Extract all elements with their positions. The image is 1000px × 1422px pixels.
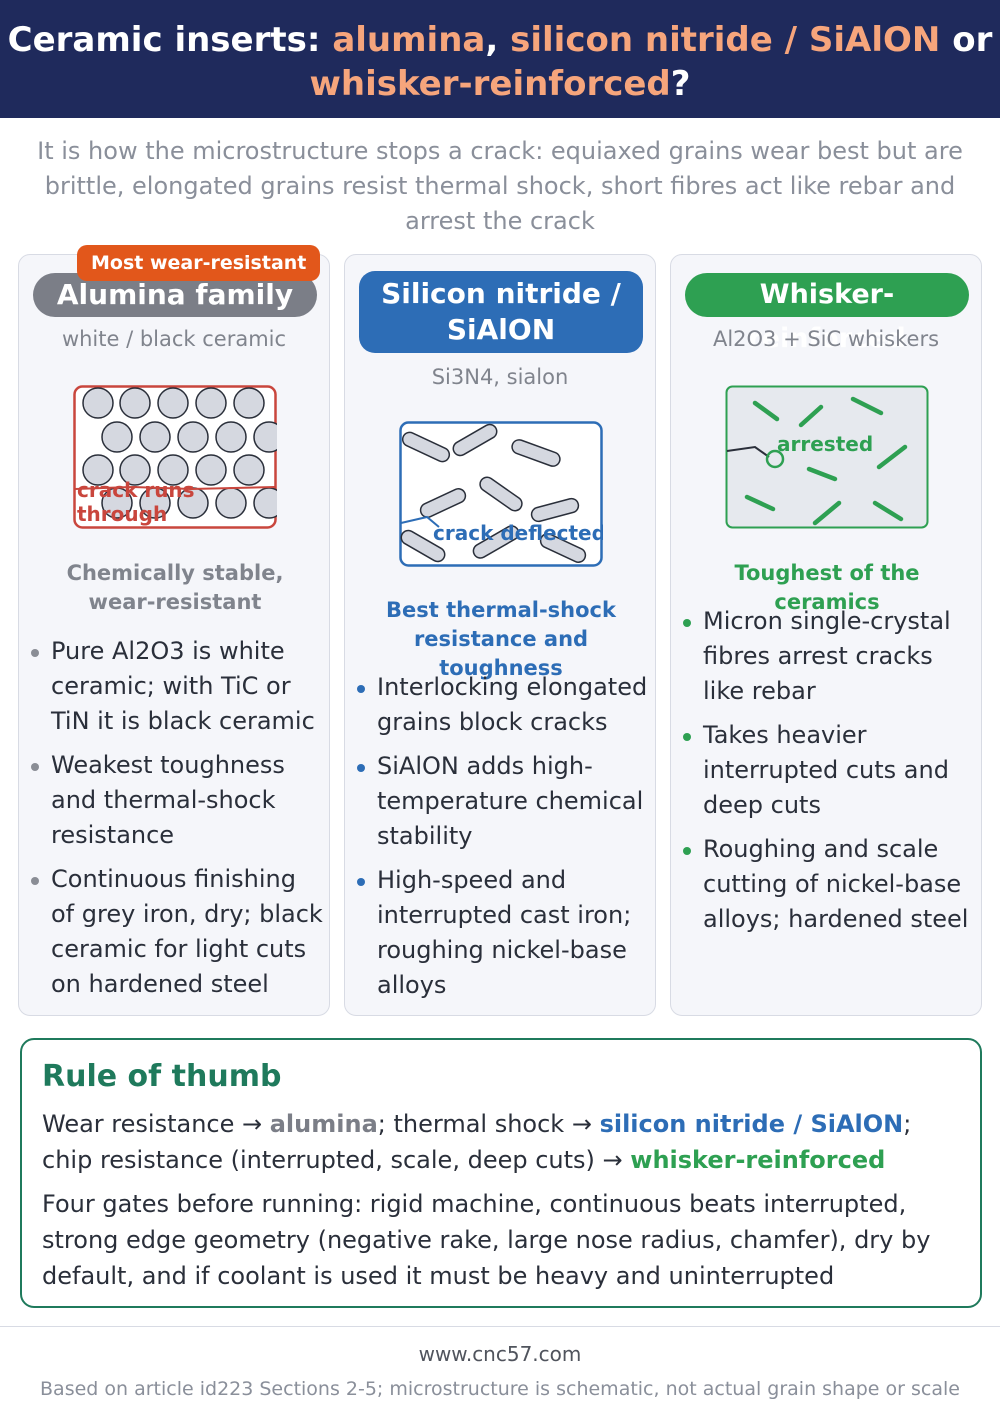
list-item: Continuous finishing of grey iron, dry; …	[31, 862, 323, 1002]
card-silicon-nitride: Silicon nitride / SiAlON Si3N4, sialon c…	[344, 254, 656, 1016]
bullet-list-silicon-nitride: Interlocking elongated grains block crac…	[357, 670, 649, 1012]
rule-keyword-nitride: silicon nitride / SiAlON	[599, 1110, 904, 1138]
card-tagline-alumina: Chemically stable, wear-resistant	[66, 561, 284, 614]
bullet-dot-icon	[683, 847, 691, 855]
bullet-dot-icon	[31, 763, 39, 771]
list-item: Micron single-crystal fibres arrest crac…	[683, 604, 975, 709]
rule-gates: Four gates before running: rigid machine…	[42, 1190, 931, 1290]
rule-of-thumb-box: Rule of thumb Wear resistance → alumina;…	[20, 1038, 982, 1308]
alumina-crack-label-2: through	[77, 502, 167, 526]
footer-divider	[0, 1326, 1000, 1327]
bullet-list-whisker-reinforced: Micron single-crystal fibres arrest crac…	[683, 604, 975, 946]
rule-keyword-whisker: whisker-reinforced	[630, 1146, 886, 1174]
bullet-dot-icon	[357, 878, 365, 886]
card-tagline-whisker-reinforced: Toughest of the ceramics	[734, 561, 920, 614]
nitride-microstructure-diagram: crack deflected	[399, 421, 603, 567]
card-whisker-reinforced: Whisker-reinforced Al2O3 + SiC whiskers …	[670, 254, 982, 1016]
card-title-silicon-nitride: Silicon nitride / SiAlON	[359, 271, 643, 353]
whisker-microstructure-diagram: arrested	[725, 385, 929, 529]
rule-summary: Wear resistance → alumina; thermal shock…	[42, 1110, 912, 1174]
list-item: High-speed and interrupted cast iron; ro…	[357, 863, 649, 1003]
title-nitride: silicon nitride / SiAlON	[510, 20, 941, 60]
rule-title: Rule of thumb	[42, 1059, 282, 1094]
card-subtitle-whisker-reinforced: Al2O3 + SiC whiskers	[712, 327, 940, 351]
title-text: Ceramic inserts:	[7, 20, 333, 60]
list-item: Pure Al2O3 is white ceramic; with TiC or…	[31, 634, 323, 739]
bullet-dot-icon	[31, 877, 39, 885]
list-item: SiAlON adds high-temperature chemical st…	[357, 749, 649, 854]
bullet-dot-icon	[357, 685, 365, 693]
bullet-dot-icon	[683, 619, 691, 627]
list-item: Roughing and scale cutting of nickel-bas…	[683, 832, 975, 937]
page-subtitle: It is how the microstructure stops a cra…	[37, 137, 963, 235]
rule-keyword-alumina: alumina	[269, 1110, 378, 1138]
card-title-whisker-reinforced: Whisker-reinforced	[685, 273, 969, 354]
title-line-1: Ceramic inserts: alumina, silicon nitrid…	[0, 18, 1000, 62]
nitride-crack-label: crack deflected	[433, 521, 603, 545]
title-whisker: whisker-reinforced	[309, 64, 671, 104]
card-alumina: Alumina family Most wear-resistant white…	[18, 245, 330, 1016]
page-header: Ceramic inserts: alumina, silicon nitrid…	[0, 0, 1000, 118]
bullet-dot-icon	[683, 733, 691, 741]
alumina-microstructure-diagram: crack runs through	[73, 385, 277, 529]
card-subtitle-silicon-nitride: Si3N4, sialon	[431, 365, 569, 389]
whisker-crack-label: arrested	[777, 432, 873, 456]
bullet-dot-icon	[31, 649, 39, 657]
title-line-2: whisker-reinforced?	[0, 62, 1000, 106]
footer-note: Based on article id223 Sections 2-5; mic…	[40, 1378, 960, 1400]
list-item: Takes heavier interrupted cuts and deep …	[683, 718, 975, 823]
list-item: Interlocking elongated grains block crac…	[357, 670, 649, 740]
footer-site: www.cnc57.com	[418, 1342, 582, 1366]
wear-resistant-badge: Most wear-resistant	[77, 245, 321, 281]
title-or: or	[940, 20, 993, 60]
alumina-crack-label-1: crack runs	[77, 478, 195, 502]
title-question-mark: ?	[670, 64, 691, 104]
bullet-dot-icon	[357, 764, 365, 772]
title-separator: ,	[485, 20, 511, 60]
card-tagline-silicon-nitride: Best thermal-shock resistance and toughn…	[386, 598, 616, 680]
list-item: Weakest toughness and thermal-shock resi…	[31, 748, 323, 853]
title-alumina: alumina	[332, 20, 486, 60]
bullet-list-alumina: Pure Al2O3 is white ceramic; with TiC or…	[31, 634, 323, 1011]
card-subtitle-alumina: white / black ceramic	[61, 327, 287, 351]
